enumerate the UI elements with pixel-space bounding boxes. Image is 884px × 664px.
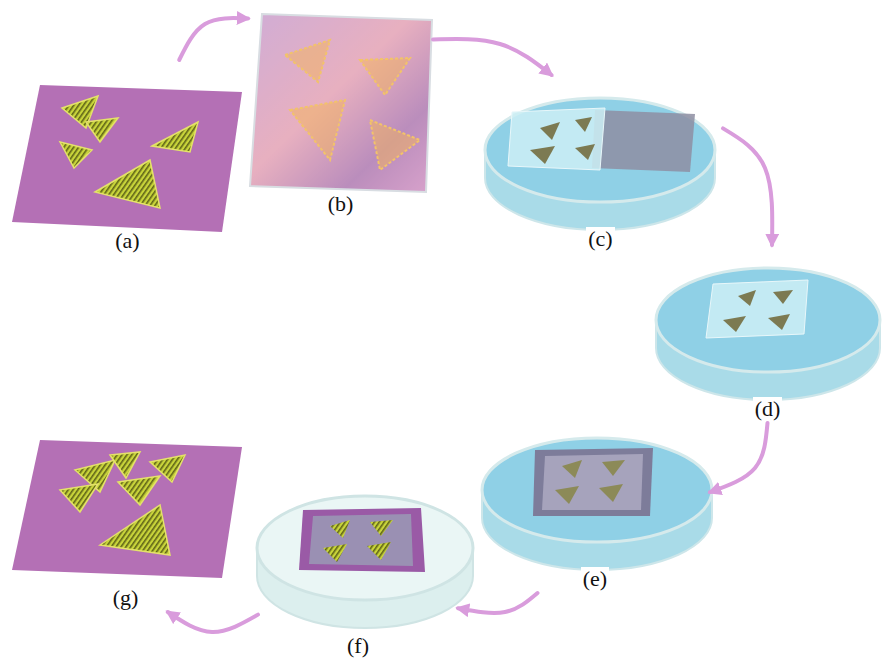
substrate-g bbox=[12, 440, 242, 578]
flake bbox=[86, 118, 118, 142]
process-arrow bbox=[179, 18, 248, 60]
flake bbox=[360, 58, 410, 95]
panel-label: (c) bbox=[586, 227, 614, 251]
polymer-film bbox=[309, 514, 413, 566]
flake bbox=[60, 484, 98, 512]
substrate bbox=[12, 440, 242, 578]
panel-label: (g) bbox=[111, 586, 141, 610]
panel-label: (f) bbox=[345, 634, 371, 658]
process-arrow bbox=[458, 593, 538, 613]
flake bbox=[367, 542, 391, 560]
water bbox=[656, 268, 880, 372]
flake bbox=[773, 290, 793, 304]
flake bbox=[323, 544, 347, 562]
flake bbox=[370, 520, 393, 536]
flake bbox=[370, 120, 420, 170]
substrate-a bbox=[12, 85, 242, 232]
solvent bbox=[257, 496, 473, 600]
petri-dish-c bbox=[485, 98, 715, 230]
flake bbox=[100, 505, 170, 555]
flake bbox=[285, 40, 330, 82]
flake bbox=[723, 316, 746, 332]
coated-plate-b bbox=[250, 14, 432, 192]
flake bbox=[540, 122, 560, 140]
process-arrow bbox=[433, 39, 552, 75]
substrate bbox=[592, 110, 695, 172]
substrate bbox=[299, 508, 425, 572]
polymer-film bbox=[706, 280, 808, 338]
flake bbox=[530, 146, 555, 164]
process-arrow bbox=[710, 423, 768, 492]
polymer-film bbox=[542, 454, 643, 510]
panel: (d) bbox=[655, 245, 880, 423]
panel: (b) bbox=[248, 8, 433, 218]
water bbox=[482, 438, 712, 542]
panel: (a) bbox=[10, 60, 245, 255]
flake bbox=[555, 486, 579, 504]
flake bbox=[95, 160, 160, 208]
flake bbox=[768, 314, 790, 330]
panel-label: (a) bbox=[113, 229, 141, 253]
substrate bbox=[12, 85, 242, 232]
petri-dish-d bbox=[656, 268, 880, 400]
substrate bbox=[533, 448, 653, 516]
panel: (f) bbox=[258, 498, 458, 660]
flake bbox=[599, 484, 623, 502]
flake bbox=[110, 452, 140, 478]
panel-label: (d) bbox=[753, 397, 783, 421]
polymer-film bbox=[250, 14, 432, 192]
flake bbox=[602, 460, 625, 476]
flake bbox=[575, 144, 595, 160]
flake bbox=[738, 290, 756, 306]
panel-label: (b) bbox=[326, 192, 356, 216]
flake bbox=[575, 117, 592, 132]
process-arrow bbox=[168, 612, 258, 632]
flake bbox=[118, 476, 160, 505]
petri-dish-f bbox=[257, 496, 473, 628]
polymer-film bbox=[508, 108, 605, 170]
water bbox=[485, 98, 715, 202]
panel: (g) bbox=[8, 415, 243, 612]
plate bbox=[250, 14, 432, 192]
panel-label: (e) bbox=[581, 567, 609, 591]
flake bbox=[290, 100, 345, 160]
flake bbox=[60, 142, 92, 168]
petri-dish-e bbox=[482, 438, 712, 570]
flake bbox=[152, 122, 198, 152]
flake bbox=[562, 460, 582, 478]
flake bbox=[330, 520, 350, 538]
process-arrow bbox=[723, 128, 772, 245]
panel: (e) bbox=[480, 425, 710, 593]
panel: (c) bbox=[478, 75, 723, 253]
